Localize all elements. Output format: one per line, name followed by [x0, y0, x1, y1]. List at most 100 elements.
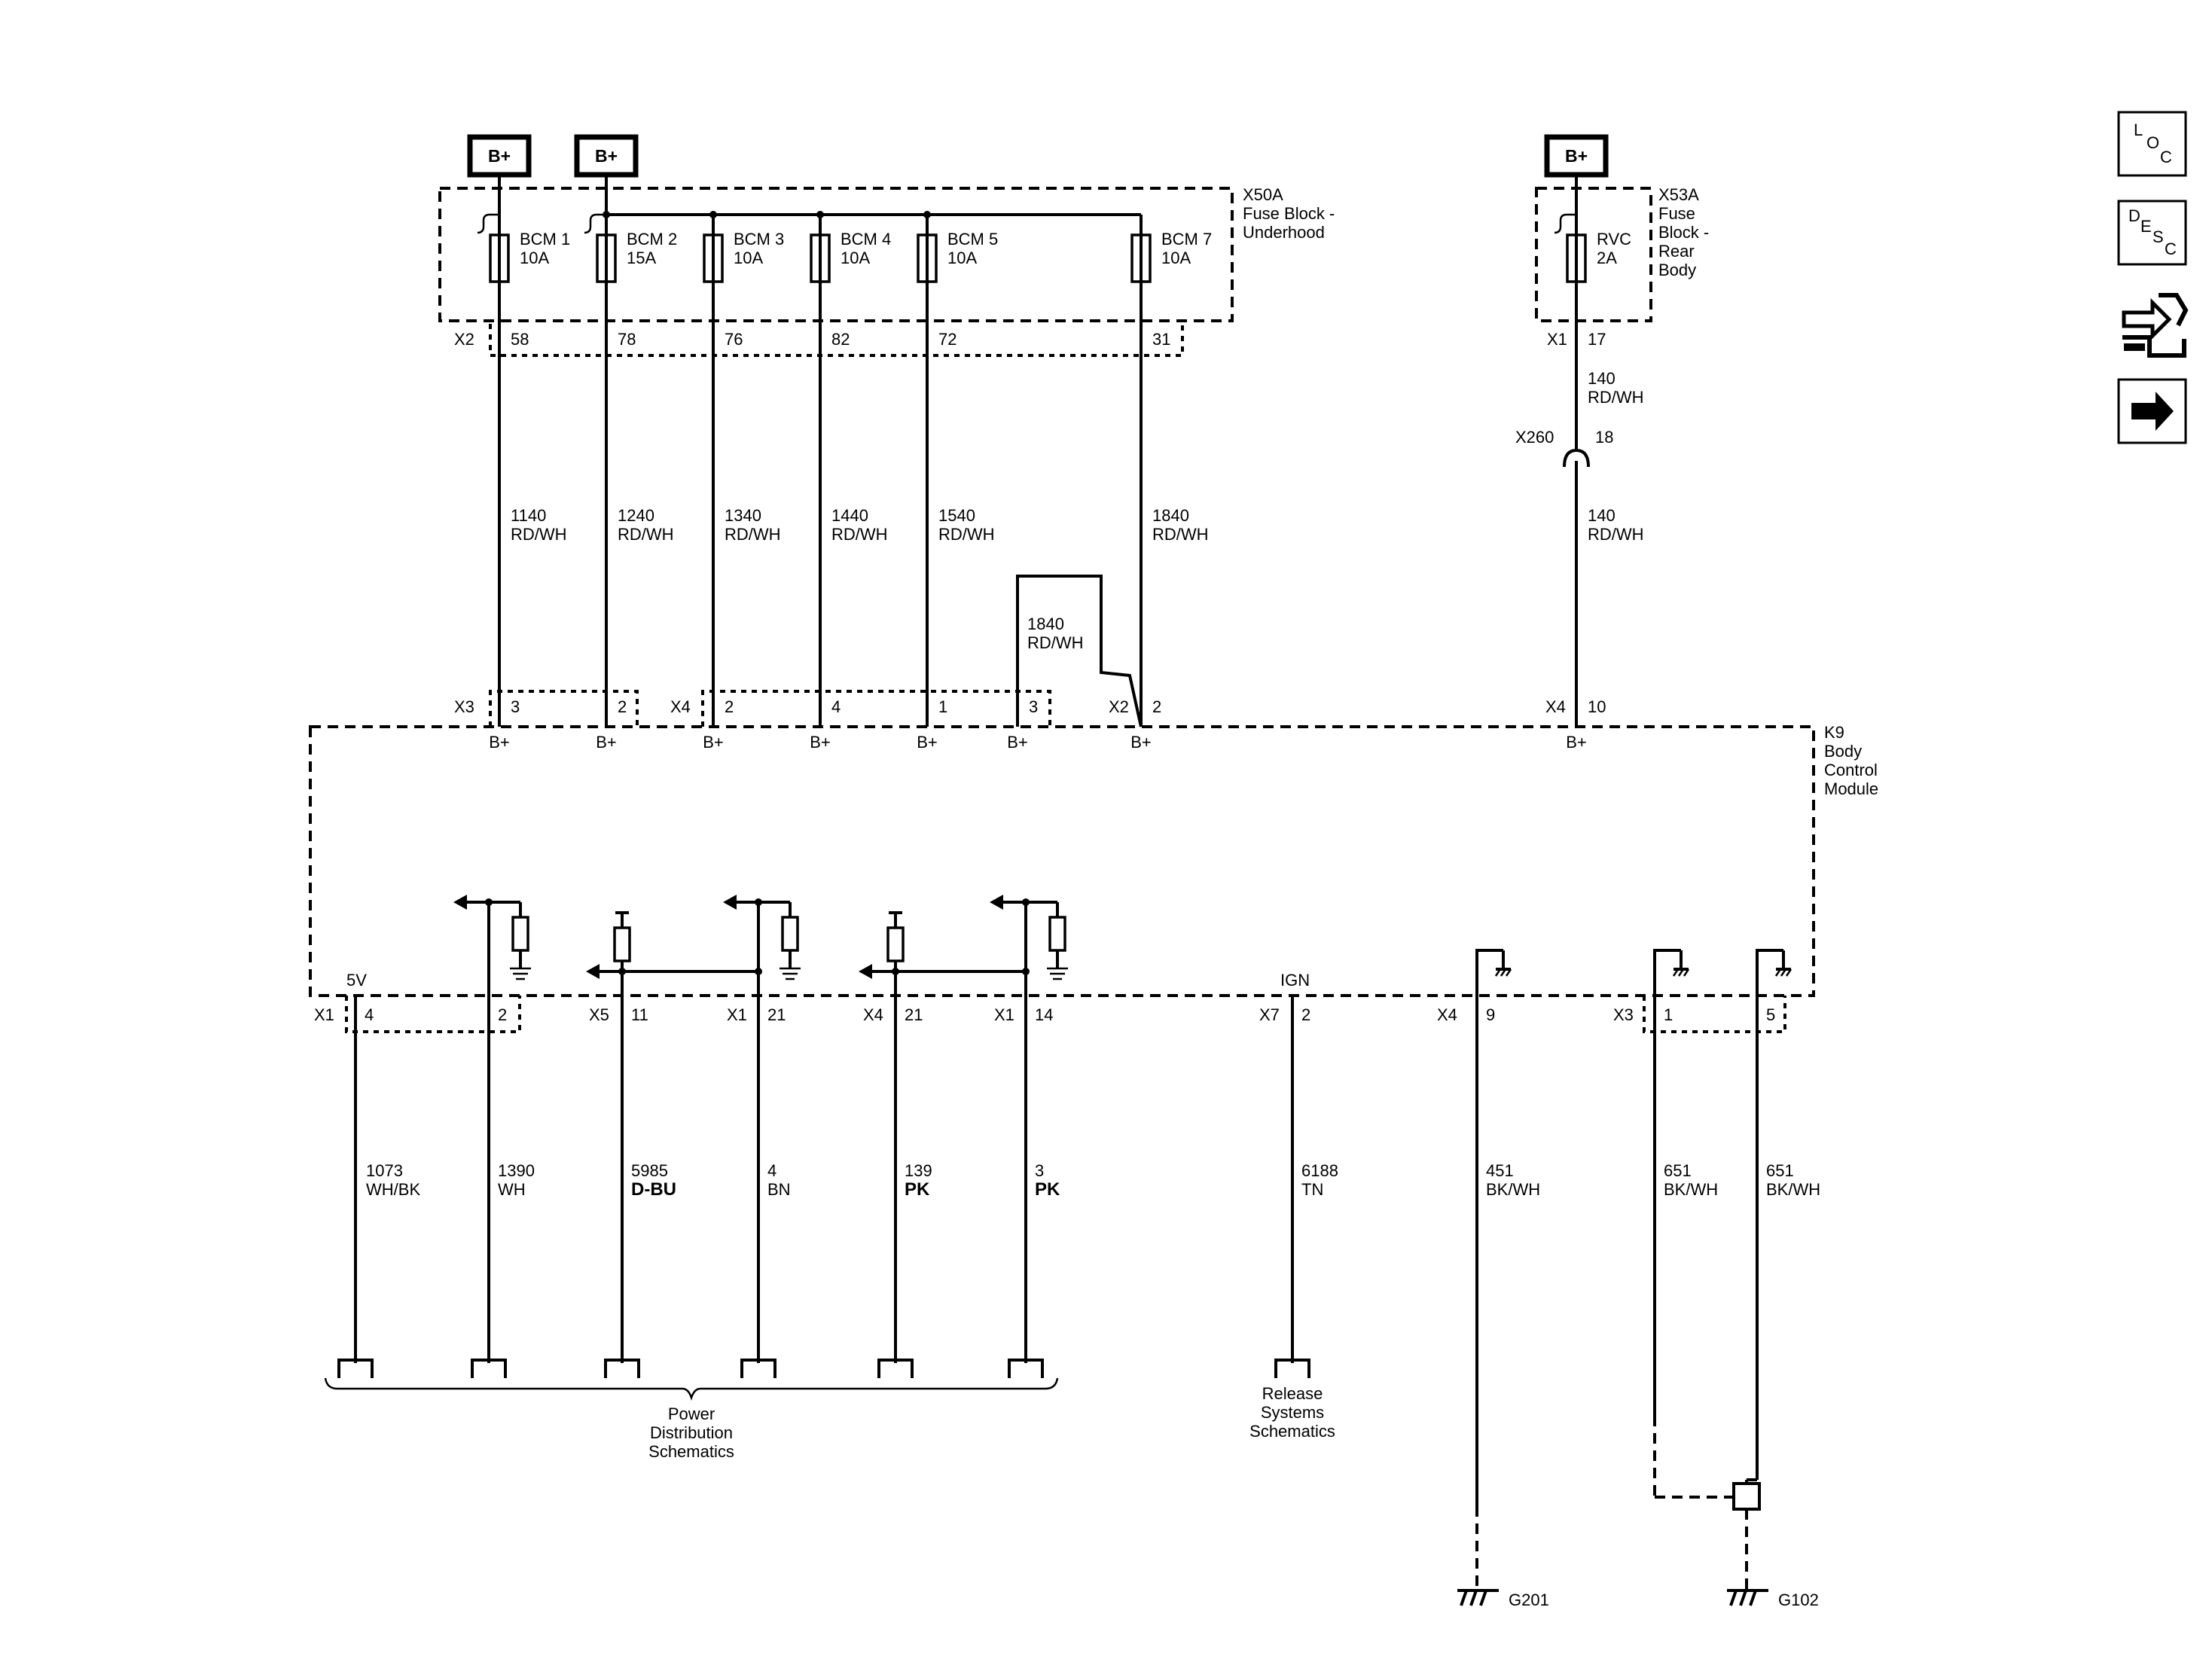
connector-label: X1 — [727, 1005, 747, 1024]
circuit-number: 5985 — [631, 1161, 668, 1180]
fuse-name: RVC — [1597, 230, 1631, 249]
pin-number: 31 — [1152, 330, 1170, 349]
circuit-label-6188: 6188 TN — [1301, 1161, 1338, 1199]
circuit-number: 140 — [1588, 506, 1616, 525]
loc-button[interactable]: L O C — [2117, 111, 2187, 177]
wire-color: RD/WH — [831, 525, 888, 544]
fuse-bcm1: BCM 1 10A — [489, 230, 570, 283]
desc-button[interactable]: D E S C — [2117, 200, 2187, 266]
module-name: Module — [1824, 779, 1878, 798]
reference-text: Power — [668, 1404, 715, 1423]
circuit-label-3: 3 PK — [1035, 1161, 1060, 1200]
reference-text: Distribution — [650, 1423, 733, 1442]
pin-number: 58 — [511, 330, 529, 349]
pin-number: 21 — [767, 1005, 786, 1024]
pin-function: B+ — [810, 733, 831, 752]
module-name: Body — [1824, 742, 1862, 761]
pin-function: B+ — [1130, 733, 1152, 752]
desc-letter: E — [2140, 217, 2152, 236]
circuit-number: 1240 — [618, 506, 654, 525]
pin-number: 3 — [511, 697, 520, 716]
pin-number: 5 — [1766, 1005, 1775, 1024]
fuse-bcm3: BCM 3 10A — [703, 230, 784, 283]
pin-number: 72 — [938, 330, 956, 349]
wire-color: RD/WH — [1152, 525, 1209, 544]
ground-label: G102 — [1778, 1590, 1819, 1609]
internal-bus-x5-x1 — [586, 895, 801, 996]
fuse-bcm4: BCM 4 10A — [810, 230, 891, 283]
pin-number: 2 — [1301, 1005, 1310, 1024]
fuse-block-name: Underhood — [1243, 223, 1325, 242]
wire-color: RD/WH — [1588, 525, 1644, 544]
offpage-terminators — [337, 1359, 1310, 1378]
circuit-label-4: 4 BN — [767, 1161, 791, 1199]
pin-number: 9 — [1486, 1005, 1495, 1024]
reference-text: Schematics — [1249, 1422, 1335, 1441]
fuse-rating: 10A — [1161, 249, 1191, 267]
pin-number: 76 — [725, 330, 743, 349]
wire-color: WH — [498, 1180, 526, 1199]
desc-letter: D — [2128, 206, 2140, 225]
connector-label: X1 — [994, 1005, 1014, 1024]
circuit-label-1240: 1240 RD/WH — [618, 506, 674, 544]
ground-g102: G102 — [1653, 1416, 1819, 1609]
fuse-block-underhood: X50A Fuse Block - Underhood X2 — [438, 175, 1335, 357]
pin-number: 2 — [618, 697, 627, 716]
circuit-number: 651 — [1766, 1161, 1794, 1180]
fuse-rating: 10A — [841, 249, 870, 267]
connector-label: X5 — [589, 1005, 609, 1024]
pin-function: B+ — [917, 733, 938, 752]
circuit-number: 1440 — [831, 506, 868, 525]
fuse-bcm5: BCM 5 10A — [917, 230, 998, 283]
fuse-name: BCM 5 — [947, 230, 998, 249]
pin-number: 2 — [725, 697, 734, 716]
connector-end-view-icon[interactable] — [2122, 293, 2189, 358]
fuse-name: BCM 3 — [734, 230, 784, 249]
pin-number: 2 — [1152, 697, 1161, 716]
circuit-number: 1540 — [938, 506, 975, 525]
pin-number: 4 — [365, 1005, 374, 1024]
circuit-label-5985: 5985 D-BU — [631, 1161, 676, 1200]
connector-label: X2 — [1109, 697, 1129, 716]
fuse-bcm2: BCM 2 15A — [596, 230, 677, 283]
circuit-number: 451 — [1486, 1161, 1514, 1180]
connector-label: X2 — [454, 330, 474, 349]
pin-function: B+ — [489, 733, 510, 752]
pin-number: 17 — [1588, 330, 1606, 349]
fuse-rating: 10A — [520, 249, 549, 267]
circuit-number: 6188 — [1301, 1161, 1338, 1180]
pin-number: 1 — [938, 697, 947, 716]
connector-label: X4 — [1545, 697, 1566, 716]
circuit-label-1540: 1540 RD/WH — [938, 506, 995, 544]
wire-color: TN — [1301, 1180, 1323, 1199]
wire-color: PK — [1035, 1179, 1060, 1200]
power-source-label: B+ — [1565, 146, 1588, 166]
ground-label: G201 — [1509, 1590, 1549, 1609]
circuit-number: 140 — [1588, 369, 1616, 388]
reference-text: Systems — [1261, 1403, 1324, 1422]
fuse-name: BCM 2 — [627, 230, 677, 249]
connector-label: X4 — [863, 1005, 883, 1024]
next-page-arrow-icon[interactable] — [2117, 378, 2187, 444]
connector-label: X4 — [1437, 1005, 1457, 1024]
power-source-label: B+ — [595, 146, 618, 166]
five-volt-label: 5V — [346, 971, 367, 990]
fuse-block-name: Fuse — [1658, 204, 1695, 223]
connector-label: X4 — [670, 697, 691, 716]
reference-text: Schematics — [648, 1442, 734, 1461]
wire-color: BN — [767, 1180, 791, 1199]
connector-label: X1 — [1547, 330, 1567, 349]
jumper-circuit-1840: 1840 RD/WH — [1016, 575, 1143, 727]
fuse-name: BCM 7 — [1161, 230, 1212, 249]
circuit-label-451: 451 BK/WH — [1486, 1161, 1540, 1199]
circuit-number: 1340 — [725, 506, 761, 525]
circuit-label-1340: 1340 RD/WH — [725, 506, 781, 544]
pin-number: 78 — [618, 330, 636, 349]
ignition-label: IGN — [1280, 971, 1310, 990]
fuse-name: BCM 1 — [520, 230, 570, 249]
internal-ground-x3-1 — [1653, 949, 1690, 996]
wire-color: D-BU — [631, 1179, 676, 1200]
circuit-label-1140: 1140 RD/WH — [511, 506, 567, 544]
power-distribution-reference: Power Distribution Schematics — [324, 1377, 1059, 1461]
circuit-number: 1073 — [366, 1161, 403, 1180]
